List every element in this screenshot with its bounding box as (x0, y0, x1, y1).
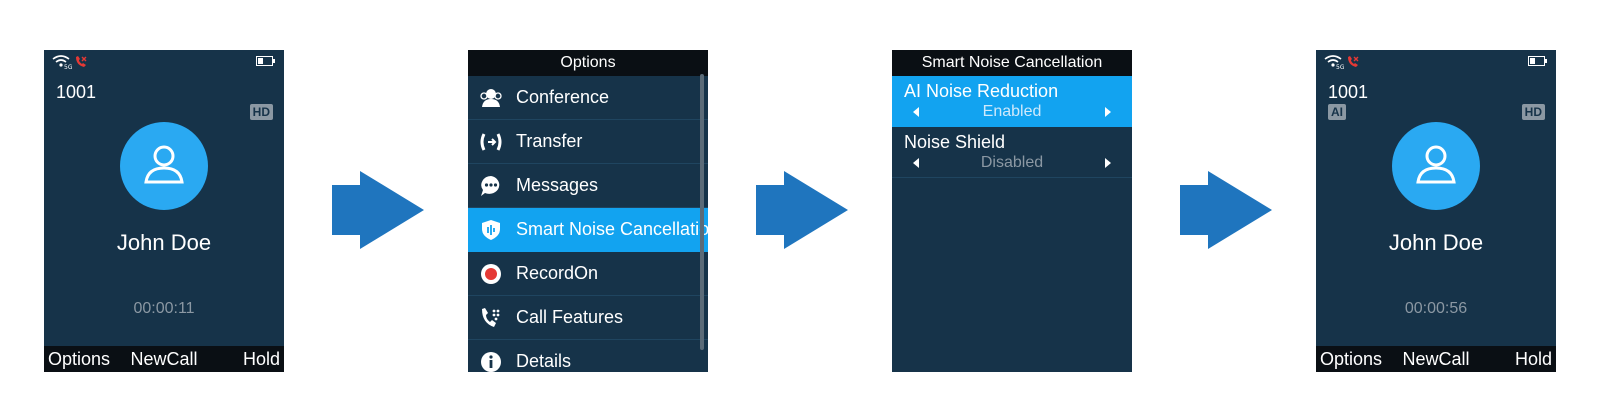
wifi-5g-icon: 5G (1324, 55, 1344, 69)
options-softkey[interactable]: Options (48, 349, 111, 369)
right-arrow-icon (332, 171, 424, 249)
call-screen-2: 5G 1001 AI HD John Doe 00:00:56 Options … (1316, 50, 1556, 372)
avatar (120, 122, 208, 210)
left-arrow-icon[interactable] (913, 107, 919, 117)
right-arrow-icon[interactable] (1105, 158, 1111, 168)
setting-label: AI Noise Reduction (904, 81, 1059, 101)
menu-item-label: Smart Noise Cancellation (516, 219, 708, 239)
menu-item-recordon[interactable]: RecordOn (468, 252, 708, 296)
contact-name: John Doe (116, 230, 212, 255)
scrollbar[interactable] (700, 74, 704, 350)
status-bar: 5G (52, 55, 276, 69)
call-timer: 00:00:56 (1404, 300, 1468, 317)
smart-noise-cancellation-screen: Smart Noise Cancellation AI Noise Reduct… (892, 50, 1132, 372)
softkey-bar: Options NewCall Hold (1316, 346, 1556, 372)
menu-item-label: Conference (516, 87, 610, 107)
right-arrow-icon (1180, 171, 1272, 249)
menu-item-label: Details (516, 351, 572, 371)
setting-noise-shield[interactable]: Noise Shield Disabled (892, 127, 1132, 178)
status-bar: 5G (1324, 55, 1548, 69)
menu-item-conference[interactable]: Conference (468, 76, 708, 120)
menu-item-label: Call Features (516, 307, 624, 327)
battery-icon (1528, 56, 1547, 66)
menu-item-call-features[interactable]: Call Features (468, 296, 708, 340)
shield-icon (482, 220, 500, 240)
hd-badge: HD (249, 104, 273, 120)
call-features-icon (482, 308, 500, 327)
extension-number: 1001 (56, 82, 97, 102)
menu-item-label: Messages (516, 175, 599, 195)
wifi-5g-icon: 5G (52, 55, 72, 69)
record-icon (481, 264, 501, 284)
screen-title: Options (468, 50, 708, 76)
setting-value: Disabled (980, 154, 1044, 171)
hold-softkey[interactable]: Hold (1514, 349, 1552, 369)
setting-value: Enabled (982, 103, 1042, 120)
menu-item-label: Transfer (516, 131, 583, 151)
call-status-icon (1348, 56, 1359, 67)
menu-item-messages[interactable]: Messages (468, 164, 708, 208)
messages-icon (481, 176, 500, 196)
hd-badge: HD (1521, 104, 1545, 120)
left-arrow-icon[interactable] (913, 158, 919, 168)
options-menu: Conference Transfer Messages (468, 76, 708, 372)
setting-ai-noise-reduction[interactable]: AI Noise Reduction Enabled (892, 76, 1132, 127)
menu-item-details[interactable]: Details (468, 340, 708, 372)
contact-name: John Doe (1388, 230, 1484, 255)
call-screen-1: 5G 1001 HD John Doe 00:00:11 Options New… (44, 50, 284, 372)
call-status-icon (76, 56, 87, 67)
extension-number: 1001 (1328, 82, 1369, 102)
newcall-softkey[interactable]: NewCall (130, 349, 198, 369)
call-timer: 00:00:11 (133, 300, 195, 317)
avatar (1392, 122, 1480, 210)
menu-item-label: RecordOn (516, 263, 599, 283)
menu-item-smart-noise-cancellation[interactable]: Smart Noise Cancellation (468, 208, 708, 252)
right-arrow-icon[interactable] (1105, 107, 1111, 117)
options-screen: Options Conference Transfer (468, 50, 708, 372)
hold-softkey[interactable]: Hold (242, 349, 280, 369)
softkey-bar: Options NewCall Hold (44, 346, 284, 372)
newcall-softkey[interactable]: NewCall (1402, 349, 1470, 369)
setting-label: Noise Shield (904, 132, 1006, 152)
ai-badge: AI (1328, 104, 1346, 120)
info-icon (481, 352, 501, 372)
transfer-icon (480, 133, 502, 151)
battery-icon (256, 56, 275, 66)
person-icon (144, 145, 184, 184)
svg-text:5G: 5G (1336, 64, 1344, 69)
right-arrow-icon (756, 171, 848, 249)
svg-text:5G: 5G (64, 64, 72, 69)
person-icon (1416, 145, 1456, 184)
conference-icon (480, 89, 502, 107)
menu-item-transfer[interactable]: Transfer (468, 120, 708, 164)
options-softkey[interactable]: Options (1320, 349, 1383, 369)
screen-title: Smart Noise Cancellation (892, 50, 1132, 76)
